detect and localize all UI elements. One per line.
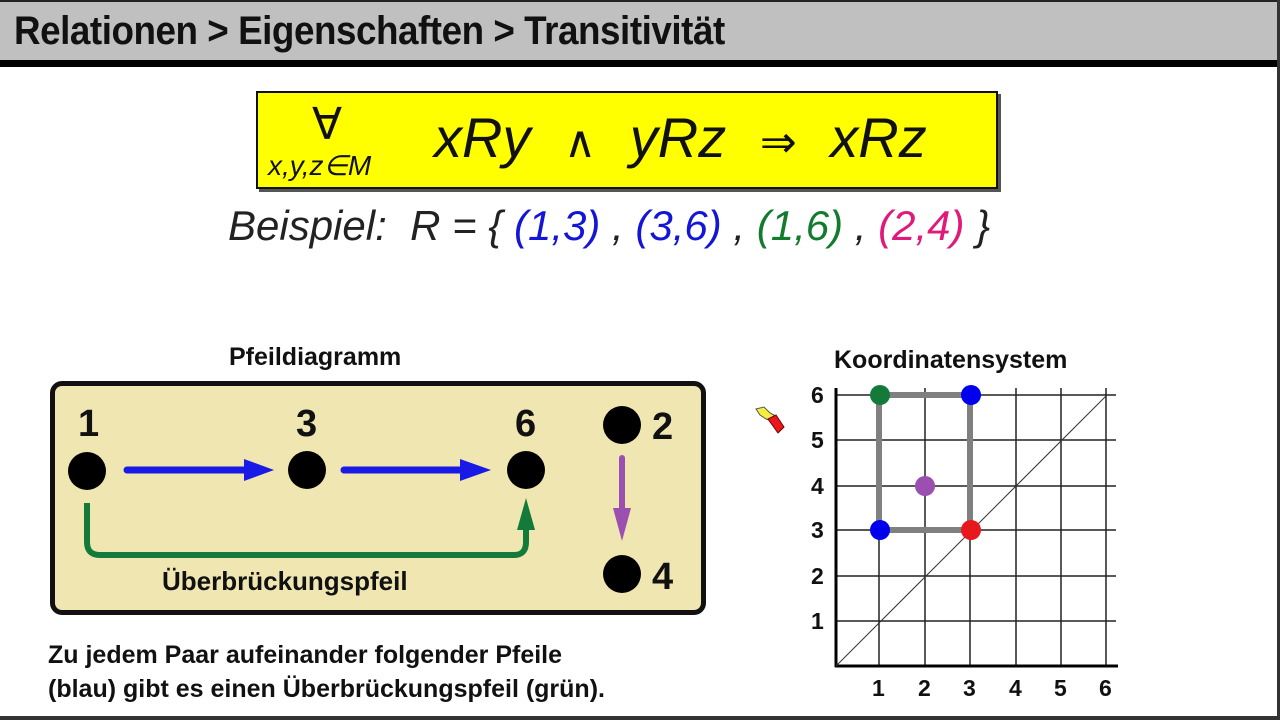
x-tick-3: 3 <box>963 675 976 701</box>
node-label-1: 1 <box>78 403 100 445</box>
example-label: Beispiel: <box>228 202 387 249</box>
formula-expression: xRy ∧ yRz ⇒ xRz <box>434 105 927 170</box>
pair-1-6: (1,6) <box>756 202 844 249</box>
pair-2-4: (2,4) <box>878 202 965 249</box>
y-tick-5: 5 <box>811 427 824 453</box>
set-suffix: } <box>976 202 991 249</box>
point-3-3 <box>961 520 981 540</box>
formula-yRz: yRz <box>629 106 727 169</box>
transitivity-rectangle <box>876 392 973 533</box>
header-bar: Relationen > Eigenschaften > Transitivit… <box>0 0 1277 60</box>
point-3-6 <box>961 385 981 405</box>
definition-formula-box: ∀ x,y,z∈M xRy ∧ yRz ⇒ xRz <box>256 91 998 189</box>
y-tick-6: 6 <box>811 382 824 408</box>
x-tick-1: 1 <box>872 675 885 701</box>
page-title: Relationen > Eigenschaften > Transitivit… <box>14 9 725 53</box>
node-3 <box>288 451 326 489</box>
node-4 <box>603 555 641 593</box>
arrow-2-to-4 <box>613 455 631 541</box>
arrow-3-to-6 <box>340 459 491 481</box>
set-prefix: R = { <box>410 202 503 249</box>
separator: , <box>733 202 746 249</box>
explanation-note: Zu jedem Paar aufeinander folgender Pfei… <box>48 638 605 706</box>
x-tick-4: 4 <box>1009 675 1022 701</box>
quantifier-subscript: x,y,z∈M <box>268 150 372 181</box>
note-line-1: Zu jedem Paar aufeinander folgender Pfei… <box>48 641 563 669</box>
node-label-6: 6 <box>515 403 537 445</box>
arrow-diagram-panel <box>50 381 706 615</box>
point-2-4 <box>915 476 935 496</box>
formula-xRy: xRy <box>434 106 531 169</box>
y-tick-3: 3 <box>811 517 824 543</box>
bridge-arrow-label: Überbrückungspfeil <box>162 566 408 596</box>
y-tick-2: 2 <box>811 563 824 589</box>
forall-symbol: ∀ <box>312 99 343 150</box>
coordinate-axes <box>834 388 1118 668</box>
x-tick-6: 6 <box>1099 675 1112 701</box>
arrow-1-to-3 <box>123 459 274 481</box>
and-symbol: ∧ <box>564 117 597 168</box>
separator: , <box>612 202 624 249</box>
point-1-3 <box>870 520 890 540</box>
implies-symbol: ⇒ <box>759 117 797 168</box>
coordinate-system-title: Koordinatensystem <box>834 346 1068 374</box>
bridge-arrow-1-to-6 <box>84 498 535 558</box>
pair-3-6: (3,6) <box>635 202 722 249</box>
arrow-diagram-title: Pfeildiagramm <box>229 343 402 371</box>
frame-edge-bottom <box>0 716 1280 720</box>
frame-edge-right <box>1277 0 1280 720</box>
pointing-hand-cursor-icon <box>755 406 785 434</box>
node-label-3: 3 <box>296 403 318 445</box>
node-label-2: 2 <box>652 406 674 448</box>
formula-xRz: xRz <box>830 106 927 169</box>
example-relation: Beispiel: R = { (1,3) , (3,6) , (1,6) , … <box>228 202 990 250</box>
node-1 <box>68 452 106 490</box>
y-tick-1: 1 <box>811 608 824 634</box>
pair-1-3: (1,3) <box>514 202 601 249</box>
node-6 <box>507 451 545 489</box>
y-tick-4: 4 <box>811 473 824 499</box>
node-label-4: 4 <box>652 556 674 598</box>
node-2 <box>603 406 641 444</box>
header-divider <box>0 60 1277 67</box>
separator: , <box>854 202 867 249</box>
note-line-2: (blau) gibt es einen Überbrückungspfeil … <box>48 675 605 703</box>
x-tick-5: 5 <box>1054 675 1067 701</box>
x-tick-2: 2 <box>918 675 931 701</box>
point-1-6 <box>870 385 890 405</box>
